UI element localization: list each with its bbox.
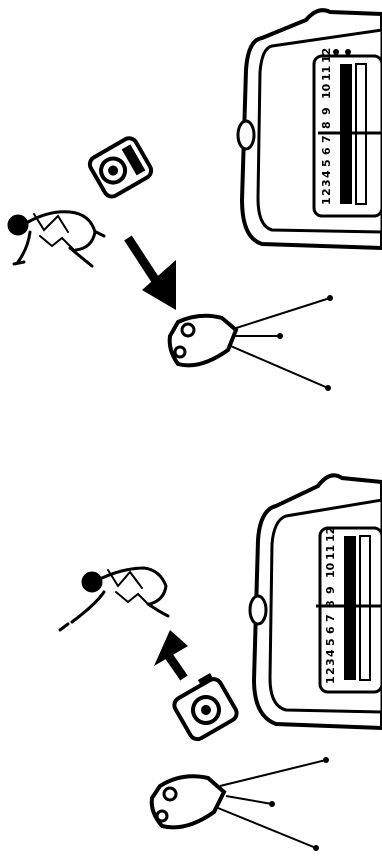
antenna-icon [170, 295, 333, 391]
antenna-icon [152, 757, 329, 851]
dial-number: 3 [320, 179, 333, 187]
arrow-icon [128, 238, 176, 310]
tv-set: 1 2 3 4 5 6 7 8 9 10 11 12 [250, 475, 382, 728]
dial-number: 7 [324, 614, 337, 622]
tv-indicator-dot [345, 49, 351, 55]
dial-number: 8 [324, 600, 337, 608]
dial-number: 7 [320, 135, 333, 143]
arrow-icon [154, 630, 188, 678]
person-figure [60, 568, 168, 630]
tv-dial-numbers: 1 2 3 4 5 6 7 8 9 10 11 12 [320, 48, 333, 205]
person-figure [9, 212, 104, 266]
dial-number: 9 [324, 586, 337, 594]
camera-icon [87, 135, 154, 199]
diagram-panel-bottom: 1 2 3 4 5 6 7 8 9 10 11 12 [0, 440, 382, 860]
panel-bottom-drawing: 1 2 3 4 5 6 7 8 9 10 11 12 [0, 440, 382, 860]
dial-number: 5 [320, 159, 333, 167]
dial-number: 8 [320, 121, 333, 129]
dial-number: 1 [324, 676, 337, 684]
dial-number: 5 [324, 638, 337, 646]
tv-indicator-dot [333, 49, 339, 55]
dial-number: 4 [320, 170, 333, 178]
diagram-panel-top: 1 2 3 4 5 6 7 8 9 10 11 12 [0, 0, 382, 420]
tv-dial-bar [344, 536, 356, 680]
dial-number: 12 [324, 527, 337, 542]
dial-number: 9 [320, 107, 333, 115]
dial-number: 10 [320, 83, 333, 99]
dial-number: 6 [320, 147, 333, 155]
dial-number: 10 [324, 562, 337, 578]
dial-number: 3 [324, 658, 337, 666]
dial-number: 12 [320, 48, 333, 63]
dial-number: 11 [320, 66, 333, 81]
dial-number: 2 [320, 188, 333, 196]
camera-icon [168, 671, 239, 742]
tv-knob [238, 121, 254, 149]
dial-number: 6 [324, 626, 337, 634]
tv-knob [250, 596, 266, 624]
dial-number: 4 [324, 649, 337, 657]
tv-dial-numbers: 1 2 3 4 5 6 7 8 9 10 11 12 [324, 527, 337, 684]
dial-number: 2 [324, 667, 337, 675]
panel-top-drawing: 1 2 3 4 5 6 7 8 9 10 11 12 [0, 0, 382, 420]
dial-number: 1 [320, 197, 333, 205]
dial-number: 11 [324, 545, 337, 560]
tv-set: 1 2 3 4 5 6 7 8 9 10 11 12 [238, 10, 382, 248]
